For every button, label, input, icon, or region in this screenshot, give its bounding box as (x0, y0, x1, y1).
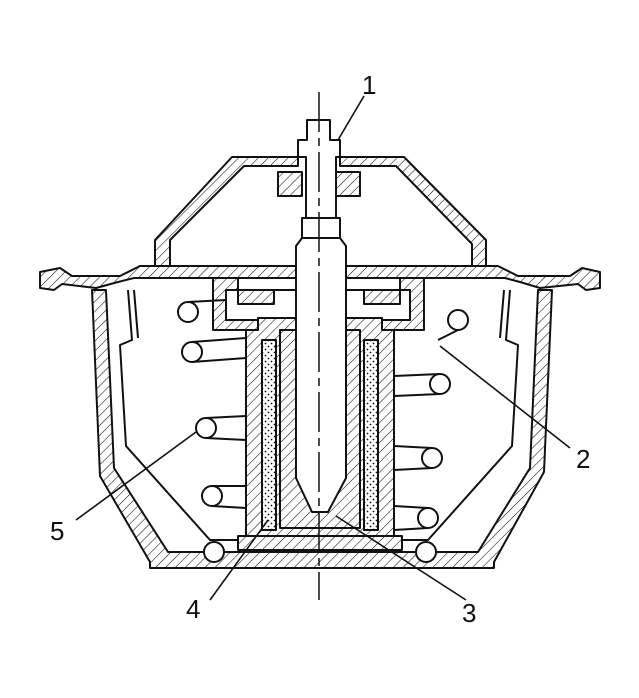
valve-plate-inner-left (237, 289, 275, 305)
valve-plate-inner-right (363, 289, 401, 305)
callout-2: 2 (576, 444, 590, 474)
leader-5 (75, 431, 197, 521)
upper-frame (154, 156, 299, 271)
leader-1 (337, 95, 365, 141)
upper-frame-right (339, 156, 487, 271)
callout-5: 5 (50, 516, 64, 546)
outer-cup (91, 289, 553, 569)
callout-1: 1 (362, 70, 376, 100)
main-spring (177, 299, 469, 563)
leader-4 (209, 519, 269, 601)
callout-3: 3 (462, 598, 476, 628)
callout-4: 4 (186, 594, 200, 624)
bottom-bridge (237, 535, 403, 551)
leader-2 (439, 345, 571, 449)
inner-frame-right (392, 289, 519, 541)
wax-element-right (363, 339, 379, 531)
guide-boss-left (277, 171, 303, 197)
inner-frame-left (119, 289, 250, 541)
guide-boss-right (335, 171, 361, 197)
leader-3 (335, 515, 467, 601)
wax-element-left (261, 339, 277, 531)
